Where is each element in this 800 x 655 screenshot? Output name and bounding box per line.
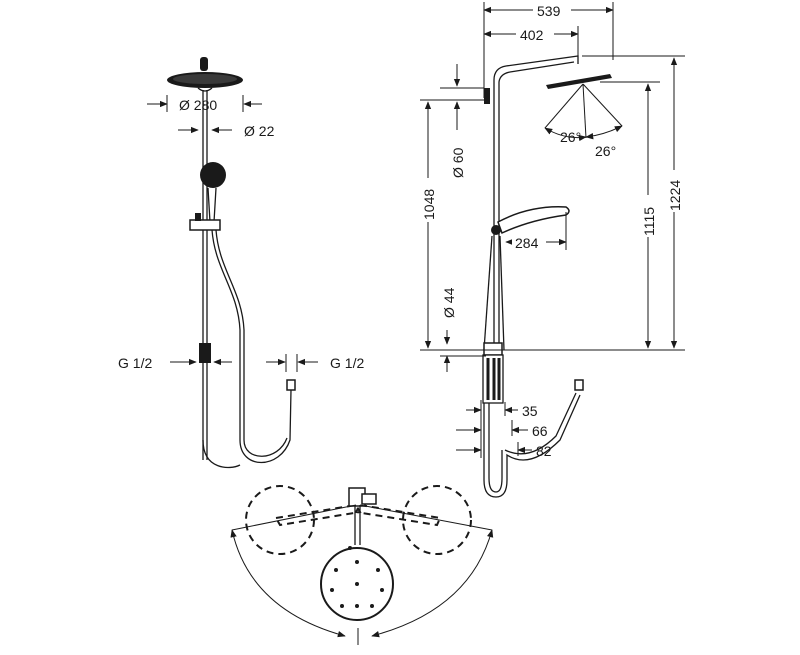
dim-depth-b: 66: [532, 423, 548, 439]
side-shower-arm: [493, 55, 579, 90]
side-head-shower: [546, 74, 612, 89]
hose-end-fitting: [286, 379, 296, 391]
side-view: 26° 26° 539 402: [420, 1, 685, 498]
dim-mixer-diameter: Ø 44: [441, 287, 457, 318]
dim-head-height: 1048: [421, 189, 437, 220]
swing-arc-right: [371, 529, 494, 638]
dim-head-offset: 402: [520, 27, 544, 43]
hand-shower-head: [200, 162, 226, 188]
dim-hand-shower-length: 284: [515, 235, 539, 251]
outlet-connector: [199, 343, 211, 363]
dim-depth-a: 35: [522, 403, 538, 419]
front-view: Ø 280 Ø 22 G 1/2 G 1/2: [118, 57, 364, 469]
side-hand-shower: [497, 206, 570, 235]
dim-depth-c: 82: [536, 443, 552, 459]
dim-angle-a: 26°: [560, 129, 581, 145]
side-hose-end: [574, 379, 584, 391]
dim-hose-thread: G 1/2: [330, 355, 364, 371]
swing-arc-left: [230, 529, 346, 638]
side-mixer: [483, 342, 503, 356]
top-view: [230, 485, 494, 645]
dim-outlet-thread: G 1/2: [118, 355, 152, 371]
slider-holder: [189, 219, 221, 231]
dim-arm-length: 539: [537, 3, 561, 19]
side-hose-loop: [483, 394, 581, 498]
dim-bracket-diameter: Ø 60: [450, 147, 466, 178]
dim-head-diameter: Ø 280: [179, 97, 217, 113]
wall-bracket: [484, 88, 490, 104]
top-cap: [200, 57, 208, 71]
dim-angle-b: 26°: [595, 143, 616, 159]
dim-spray-height: 1115: [641, 207, 657, 236]
dim-pipe-diameter: Ø 22: [244, 123, 275, 139]
dim-total-height: 1224: [667, 180, 683, 211]
hand-shower-handle: [207, 187, 217, 223]
shower-hose: [211, 229, 292, 463]
